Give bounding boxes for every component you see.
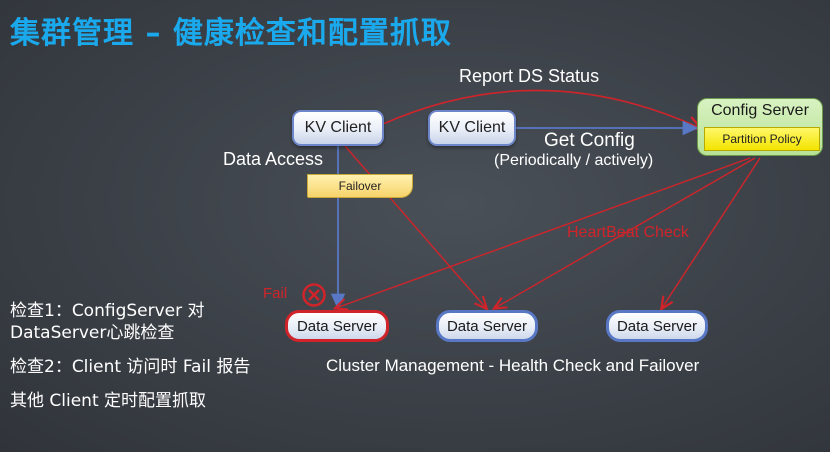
heartbeat-to-ds3: [662, 157, 761, 308]
periodically-label: (Periodically / actively): [494, 152, 654, 169]
report-ds-status-arrow: [382, 89, 700, 128]
note-1: 检查1：ConfigServer 对 DataServer心跳检查: [10, 301, 205, 343]
data-access-label: Data Access: [223, 149, 324, 169]
notes-list: 检查1：ConfigServer 对 DataServer心跳检查 检查2：Cl…: [10, 300, 275, 424]
config-server-label: Config Server: [711, 102, 809, 119]
failover-note: Failover: [307, 174, 413, 198]
page-title: 集群管理 – 健康检查和配置抓取: [10, 16, 452, 51]
kv-client-node-2: KV Client: [428, 110, 516, 146]
note-2: 检查2：Client 访问时 Fail 报告: [10, 357, 251, 377]
client-to-ds2-arrow: [344, 145, 486, 308]
data-server-node-3: Data Server: [606, 310, 708, 342]
config-server-node: Config Server Partition Policy: [697, 98, 823, 156]
heartbeat-to-ds2: [495, 157, 756, 308]
fail-label: Fail: [263, 285, 288, 302]
note-3: 其他 Client 定时配置抓取: [10, 391, 207, 411]
heartbeat-to-ds1: [336, 157, 751, 308]
heartbeat-check-label: HeartBeat Check: [567, 224, 689, 241]
data-server-node-1: Data Server: [285, 310, 389, 342]
caption: Cluster Management - Health Check and Fa…: [326, 356, 700, 375]
kv-client-node-1: KV Client: [292, 110, 384, 146]
partition-policy-label: Partition Policy: [704, 127, 820, 151]
data-server-node-2: Data Server: [436, 310, 538, 342]
get-config-label: Get Config: [544, 130, 635, 151]
report-ds-status-label: Report DS Status: [459, 66, 600, 86]
fail-x-icon: [302, 283, 326, 307]
